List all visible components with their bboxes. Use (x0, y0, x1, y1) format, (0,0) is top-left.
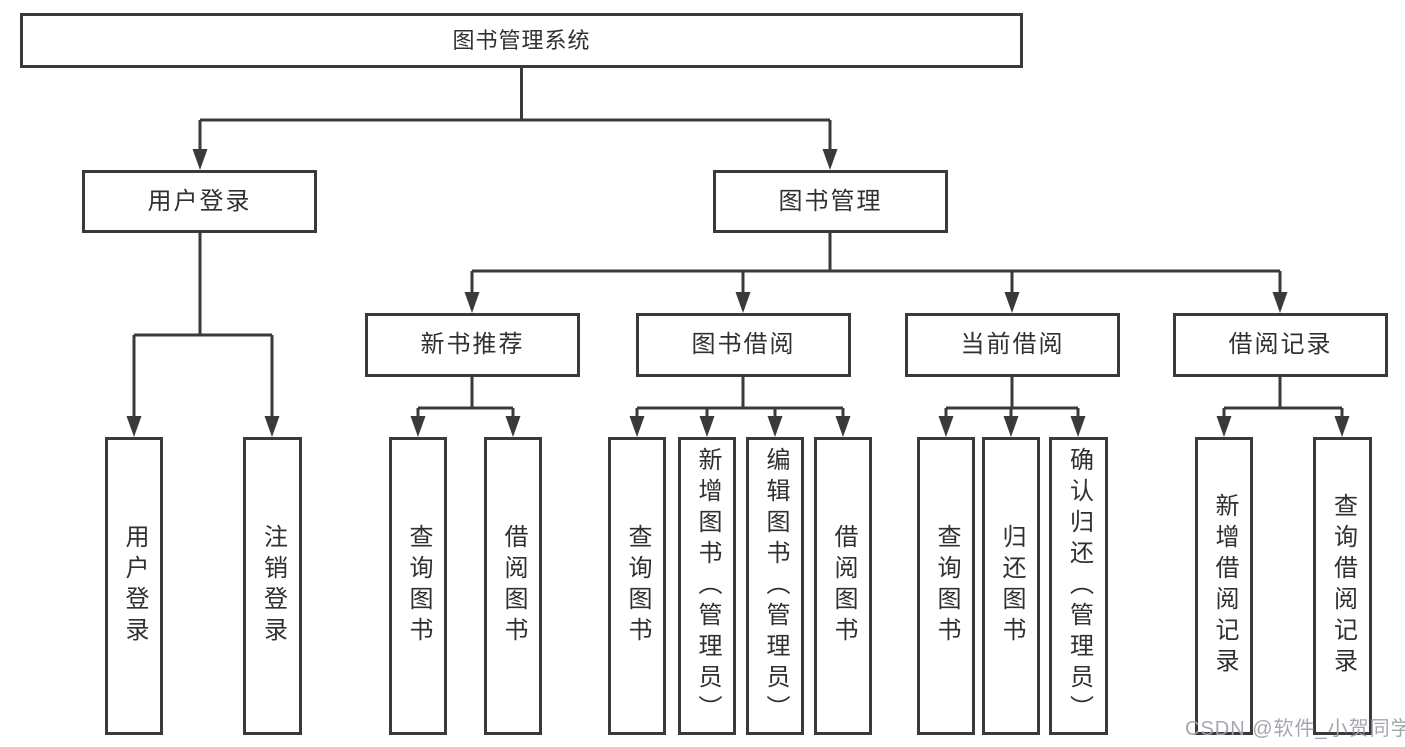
leaf-borrow-edit-books-admin: 编辑图书（管理员） (746, 437, 804, 735)
leaf-newrec-query-books: 查询图书 (389, 437, 447, 735)
leaf-borrow-add-books-admin: 新增图书（管理员） (678, 437, 736, 735)
leaf-borrow-borrow-books: 借阅图书 (814, 437, 872, 735)
leaf-current-query-books: 查询图书 (917, 437, 975, 735)
node-new-book-recommendation: 新书推荐 (365, 313, 580, 377)
node-user-login-group: 用户登录 (82, 170, 317, 233)
leaf-logout: 注销登录 (243, 437, 302, 735)
leaf-current-return-books: 归还图书 (982, 437, 1040, 735)
leaf-current-confirm-return-admin: 确认归还（管理员） (1049, 437, 1108, 735)
csdn-watermark: CSDN @软件_小贺同学 (1185, 718, 1405, 740)
arrowhead-icons (126, 149, 1350, 437)
tree-edges (132, 68, 1344, 420)
leaf-newrec-borrow-books: 借阅图书 (484, 437, 542, 735)
node-current-borrowing: 当前借阅 (905, 313, 1120, 377)
leaf-records-query-record: 查询借阅记录 (1313, 437, 1372, 735)
node-borrowing-records: 借阅记录 (1173, 313, 1388, 377)
leaf-user-login: 用户登录 (105, 437, 163, 735)
node-book-management-group: 图书管理 (713, 170, 948, 233)
node-library-management-system: 图书管理系统 (20, 13, 1023, 68)
leaf-borrow-query-books: 查询图书 (608, 437, 666, 735)
node-book-borrowing: 图书借阅 (636, 313, 851, 377)
leaf-records-add-record: 新增借阅记录 (1195, 437, 1253, 735)
